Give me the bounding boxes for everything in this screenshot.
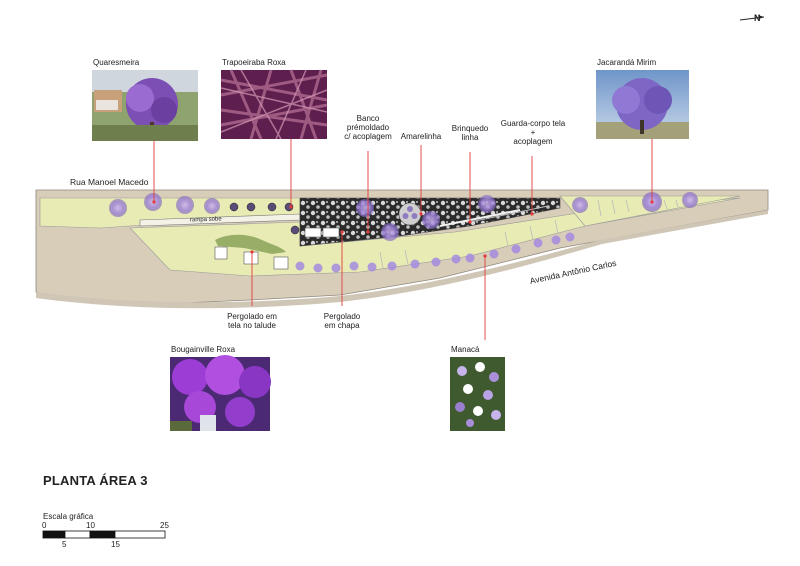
label-banco: Banco prémoldado c/ acoplagem	[344, 114, 392, 141]
leader-dots	[152, 200, 654, 258]
label-jacaranda: Jacarandá Mirim	[597, 58, 657, 67]
scale-tick-0: 0	[42, 521, 47, 530]
label-bougainville: Bougainville Roxa	[171, 345, 236, 354]
hopscotch	[398, 202, 422, 226]
pergola-box-2	[322, 227, 340, 238]
pergola-box-1	[304, 227, 322, 238]
pergola-box-4	[243, 251, 259, 265]
street-label-top: Rua Manoel Macedo	[70, 177, 149, 187]
label-pergolado-chapa: Pergolado em chapa	[323, 312, 361, 330]
north-label: N	[754, 13, 761, 23]
photo-quaresmeira	[92, 70, 198, 141]
page-title: PLANTA ÁREA 3	[43, 473, 148, 488]
leader-lines	[153, 138, 653, 340]
pergola-box-5	[273, 256, 289, 270]
north-arrow-icon	[739, 15, 765, 21]
bench-line-2	[469, 205, 549, 223]
bench-line	[439, 209, 521, 227]
label-guarda-corpo: Guarda-corpo tela + acoplagem	[500, 119, 566, 146]
label-trapoeiraba: Trapoeiraba Roxa	[222, 58, 286, 67]
label-pergolado-tela: Pergolado em tela no talude	[227, 312, 277, 330]
tree-canopies	[109, 192, 698, 241]
photo-manaca	[450, 357, 505, 431]
scale-tick-15: 15	[111, 540, 120, 549]
road-curve	[36, 210, 768, 309]
photo-jacaranda	[596, 70, 689, 139]
photo-trapoeiraba	[220, 69, 328, 140]
shrub-row	[295, 232, 575, 273]
slope-vegetation	[215, 234, 286, 254]
pergola-box-3	[214, 246, 228, 260]
label-amarelinha: Amarelinha	[400, 132, 442, 141]
scale-tick-5: 5	[62, 540, 67, 549]
ramp-label: rampa sobe	[189, 216, 222, 224]
label-quaresmeira: Quaresmeira	[93, 58, 140, 67]
label-manaca: Manacá	[451, 345, 480, 354]
lawn-markers	[379, 199, 679, 269]
label-brinquedo: Brinquedo linha	[451, 124, 489, 142]
photo-bougainville	[170, 355, 271, 431]
scale-label: Escala gráfica	[43, 512, 94, 521]
scale-bar	[42, 530, 166, 539]
scale-tick-10: 10	[86, 521, 95, 530]
scale-tick-25: 25	[160, 521, 169, 530]
